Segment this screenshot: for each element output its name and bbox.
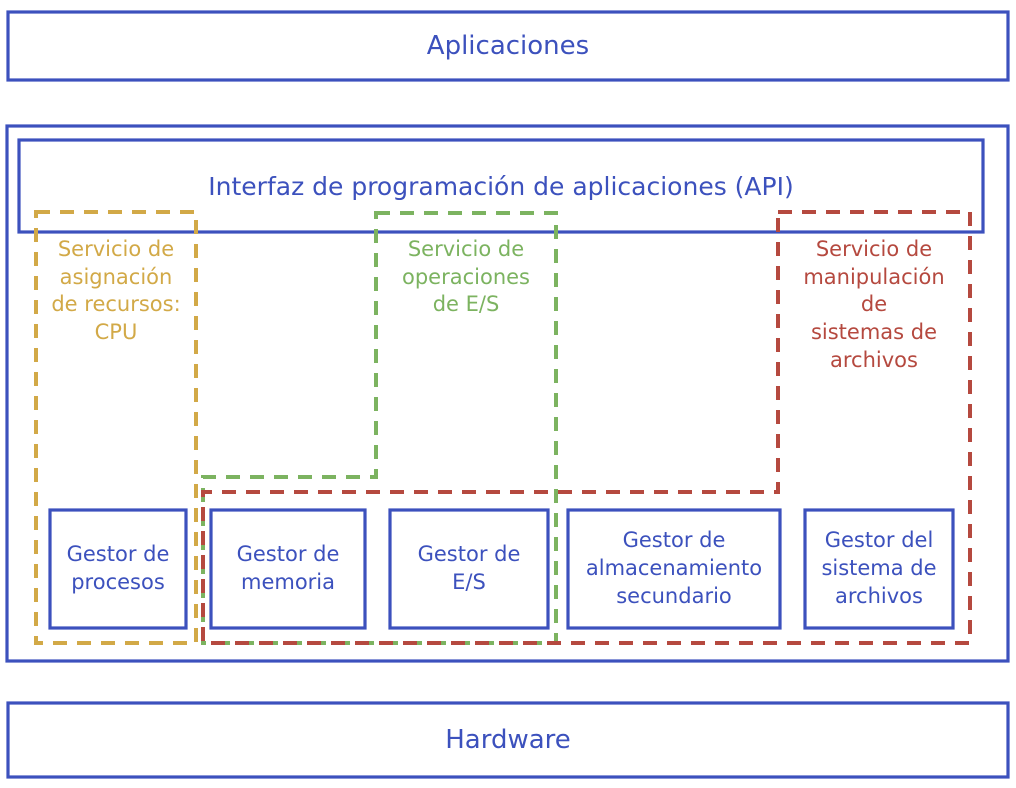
manager-box-es (388, 508, 550, 630)
hardware-band-rect (6, 701, 1010, 779)
manager-box-archivos (803, 508, 955, 630)
manager-box-almacenamiento (566, 508, 782, 630)
service-io-dashed-path (201, 211, 558, 645)
manager-box-procesos (48, 508, 188, 630)
service-cpu-dashed-rect (34, 210, 198, 645)
api-box-rect (17, 138, 985, 234)
manager-box-memoria (209, 508, 367, 630)
service-files-dashed-path (201, 210, 972, 645)
applications-band-rect (6, 10, 1010, 82)
